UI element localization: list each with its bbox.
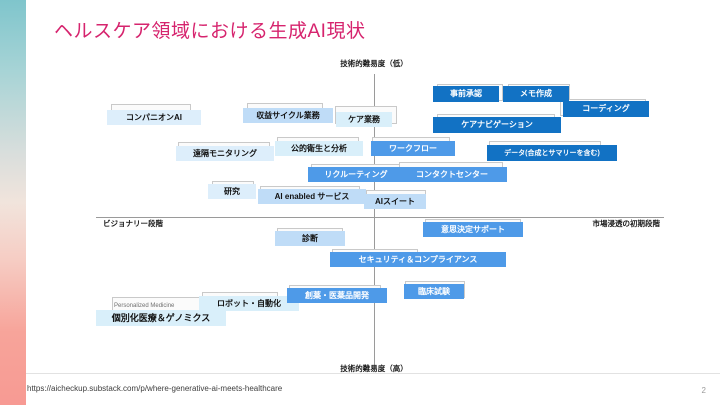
node-contact-center[interactable]: コンタクトセンター bbox=[397, 167, 507, 182]
axis-label-bottom: 技術的難易度（高） bbox=[340, 364, 408, 373]
node-ai-suite[interactable]: AIスイート bbox=[364, 194, 426, 209]
node-coding[interactable]: コーディング bbox=[563, 101, 649, 117]
axis-label-left: ビジョナリー段階 bbox=[103, 219, 163, 228]
vertical-axis bbox=[374, 74, 375, 370]
node-workflow[interactable]: ワークフロー bbox=[371, 141, 455, 156]
node-companion-ai[interactable]: コンパニオンAI bbox=[107, 110, 201, 125]
node-diagnosis[interactable]: 診断 bbox=[275, 231, 345, 246]
axis-label-top: 技術的難易度（低） bbox=[340, 59, 408, 68]
node-recruiting[interactable]: リクルーティング bbox=[308, 167, 404, 182]
node-care-operations[interactable]: ケア業務 bbox=[336, 112, 392, 127]
node-decision-support[interactable]: 意思決定サポート bbox=[423, 222, 523, 237]
node-drug-discovery[interactable]: 創薬・医薬品開発 bbox=[287, 288, 387, 303]
placeholder-label: Personalized Medicine bbox=[114, 303, 175, 309]
node-remote-monitoring[interactable]: 遠隔モニタリング bbox=[176, 146, 274, 161]
node-revenue-cycle[interactable]: 収益サイクル業務 bbox=[243, 108, 333, 123]
axis-label-right: 市場浸透の初期段階 bbox=[592, 219, 661, 228]
node-clinical-trials[interactable]: 臨床試験 bbox=[404, 284, 464, 299]
page-number: 2 bbox=[701, 386, 706, 395]
node-security-compliance[interactable]: セキュリティ＆コンプライアンス bbox=[330, 252, 506, 267]
source-url[interactable]: https://aicheckup.substack.com/p/where-g… bbox=[27, 384, 283, 393]
node-note-taking[interactable]: メモ作成 bbox=[503, 86, 569, 102]
decorative-gradient-bar bbox=[0, 0, 26, 405]
node-robotics-automation[interactable]: ロボット・自動化 bbox=[199, 296, 299, 311]
node-care-navigation[interactable]: ケアナビゲーション bbox=[433, 117, 561, 133]
node-data[interactable]: データ(合成とサマリーを含む) bbox=[487, 145, 617, 161]
node-ai-enabled-services[interactable]: AI enabled サービス bbox=[258, 189, 366, 204]
node-prior-authorization[interactable]: 事前承認 bbox=[433, 86, 499, 102]
node-research[interactable]: 研究 bbox=[208, 184, 256, 199]
horizontal-axis bbox=[96, 217, 664, 218]
node-personalized-genomics[interactable]: 個別化医療＆ゲノミクス bbox=[96, 310, 226, 326]
page-title: ヘルスケア領域における生成AI現状 bbox=[54, 21, 366, 42]
footer-divider bbox=[26, 373, 720, 374]
node-public-health[interactable]: 公的衛生と分析 bbox=[275, 141, 363, 156]
